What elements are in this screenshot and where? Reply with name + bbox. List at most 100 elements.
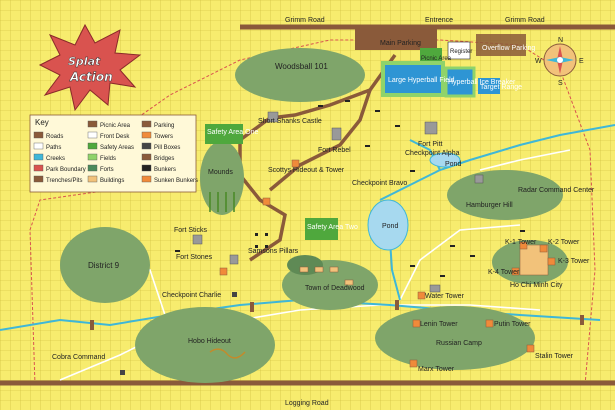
key-swatch: [141, 131, 152, 139]
compass-s: S: [558, 80, 563, 87]
key-swatch: [33, 142, 44, 150]
label-checkpoint-alpha: Checkpoint Alpha: [405, 150, 460, 157]
logo-line2: Action: [69, 70, 113, 84]
town-forest: [287, 255, 323, 275]
label-ho-chi-minh: Ho Chi Minh City: [510, 282, 563, 289]
key-swatch: [87, 120, 98, 128]
mounds-forest: [200, 141, 244, 215]
bunkers: [175, 100, 525, 277]
logo-line1: Splat: [68, 55, 101, 68]
key-label: Front Desk: [100, 134, 130, 140]
label-grimm-road-right: Grimm Road: [505, 17, 545, 24]
label-k1-tower: K-1 Tower: [505, 239, 537, 246]
key-label: Bridges: [154, 156, 174, 162]
safety-area-two[interactable]: [305, 218, 338, 240]
compass-n: N: [558, 37, 563, 44]
hobo-trench: [209, 348, 246, 359]
label-pond-small: Pond: [445, 161, 461, 168]
label-k3-tower: K-3 Tower: [558, 258, 590, 265]
key-label: Sunken Bunkers: [154, 178, 198, 184]
park-boundary: [29, 39, 596, 386]
compass-rose: N S E W: [535, 37, 584, 87]
key-label: Trenches/Pits: [46, 178, 82, 184]
key-label: Towers: [154, 134, 173, 140]
key-swatch: [33, 164, 44, 172]
key-label: Safety Areas: [100, 145, 134, 151]
overflow-parking-lot: [476, 34, 526, 56]
park-road-east: [268, 89, 372, 192]
woodsball-101-forest: [235, 48, 365, 102]
key-swatch: [33, 131, 44, 139]
key-swatch: [87, 142, 98, 150]
key-swatch: [141, 142, 152, 150]
label-samsons-pillars: Samsons Pillars: [248, 248, 299, 255]
label-safety-area-one: Safety Area One: [207, 129, 258, 136]
label-large-hyperball: Large Hyperball Field: [388, 77, 455, 84]
label-target-range: Target Range: [480, 84, 522, 91]
hobo-hideout-forest: [135, 307, 275, 383]
label-russian-camp: Russian Camp: [436, 340, 482, 347]
district-9-forest: [60, 227, 150, 303]
key-title: Key: [35, 118, 49, 127]
label-district-9: District 9: [88, 261, 120, 270]
label-logging-road: Logging Road: [285, 400, 329, 407]
label-marx-tower: Marx Tower: [418, 366, 455, 373]
label-mounds: Mounds: [208, 169, 233, 176]
label-fort-rebel: Fort Rebel: [318, 147, 351, 154]
key-label: Park Boundary: [46, 167, 86, 173]
key-label: Forts: [100, 167, 114, 173]
label-entrence: Entrence: [425, 17, 453, 24]
key-label: Roads: [46, 134, 63, 140]
label-k4-tower: K-4 Tower: [488, 269, 520, 276]
label-scottys: Scottys Hideout & Tower: [268, 167, 345, 174]
label-grimm-road-left: Grimm Road: [285, 17, 325, 24]
compass-w: W: [535, 58, 542, 65]
key-label: Picnic Area: [100, 123, 131, 129]
key-swatch: [33, 153, 44, 161]
key-label: Pill Boxes: [154, 145, 180, 151]
key-swatch: [141, 120, 152, 128]
label-short-shanks: Short Shanks Castle: [258, 118, 322, 125]
key-label: Parking: [154, 123, 174, 129]
russian-camp-forest: [375, 306, 535, 370]
hyperball-ice-breaker-field[interactable]: [444, 66, 476, 98]
register-building[interactable]: [447, 41, 471, 60]
label-picnic-area: Picnic Area: [421, 56, 452, 62]
label-radar: Radar Command Center: [518, 187, 595, 194]
hamburger-hill-forest: [447, 170, 563, 220]
large-hyperball-field[interactable]: [381, 61, 445, 97]
label-town-deadwood: Town of Deadwood: [305, 285, 365, 292]
key-swatch: [87, 153, 98, 161]
key-label: Paths: [46, 145, 61, 151]
key-swatch: [141, 153, 152, 161]
main-parking-lot: [355, 29, 437, 50]
label-putin-tower: Putin Tower: [494, 321, 531, 328]
key-swatch: [141, 175, 152, 183]
label-checkpoint-charlie: Checkpoint Charlie: [162, 292, 221, 299]
key-swatch: [33, 175, 44, 183]
towers: [219, 159, 556, 368]
label-fort-sticks: Fort Sticks: [174, 227, 208, 234]
mound-marks: [209, 192, 235, 212]
target-range[interactable]: [478, 78, 500, 94]
pond-large: [367, 199, 409, 251]
label-safety-area-two: Safety Area Two: [307, 224, 358, 231]
label-hobo-hideout: Hobo Hideout: [188, 338, 231, 345]
forts: [192, 111, 484, 293]
label-stalin-tower: Stalin Tower: [535, 353, 574, 360]
bridges: [90, 300, 584, 330]
label-checkpoint-bravo: Checkpoint Bravo: [352, 180, 407, 187]
label-water-tower: Water Tower: [425, 293, 465, 300]
key-swatch: [87, 131, 98, 139]
label-woodsball-101: Woodsball 101: [275, 62, 328, 71]
key-label: Creeks: [46, 156, 65, 162]
key-swatch: [87, 164, 98, 172]
label-overflow-parking: Overflow Parking: [482, 45, 535, 52]
pill-boxes: [120, 292, 237, 375]
safety-area-one[interactable]: [205, 124, 243, 144]
map-labels: Grimm Road Entrence Grimm Road Logging R…: [52, 17, 595, 407]
key-label: Fields: [100, 156, 116, 162]
key-label: Buildings: [100, 178, 124, 184]
label-main-parking: Main Parking: [380, 40, 421, 47]
